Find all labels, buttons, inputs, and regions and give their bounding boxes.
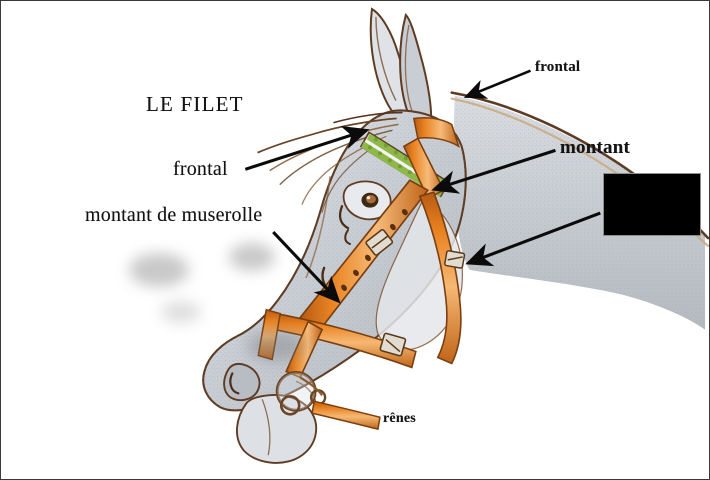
label-renes: rênes [383,411,416,426]
arrow-frontal-left [244,126,370,171]
arrow-montant [431,148,556,194]
scan-smudge [161,301,201,323]
label-montant-de-muserolle: montant de muserolle [85,204,263,226]
noseband-buckle [379,332,407,357]
page-title: LE FILET [146,92,244,116]
bridle-lower-cheek [285,320,324,379]
label-frontal-top: frontal [535,59,581,75]
label-montant: montant [560,137,631,158]
scan-smudge [129,253,189,287]
scan-smudge [229,243,275,271]
arrow-montant-de-muserolle [272,230,341,304]
cheekpiece-buckle [365,228,394,256]
bridle-reins [311,400,381,431]
arrow-frontal-top [463,69,531,99]
bridle-bit [275,370,327,416]
throatlatch-buckle [444,250,466,269]
scan-smudge [247,331,305,361]
arrow-montant-lower [465,211,601,267]
bridle-noseband-muserolle [257,308,417,369]
black-redaction-box [603,173,701,236]
horse-eye [338,180,392,245]
horse-ears [369,7,433,130]
bridle-throatlatch [418,191,466,365]
label-frontal-left: frontal [173,158,228,180]
